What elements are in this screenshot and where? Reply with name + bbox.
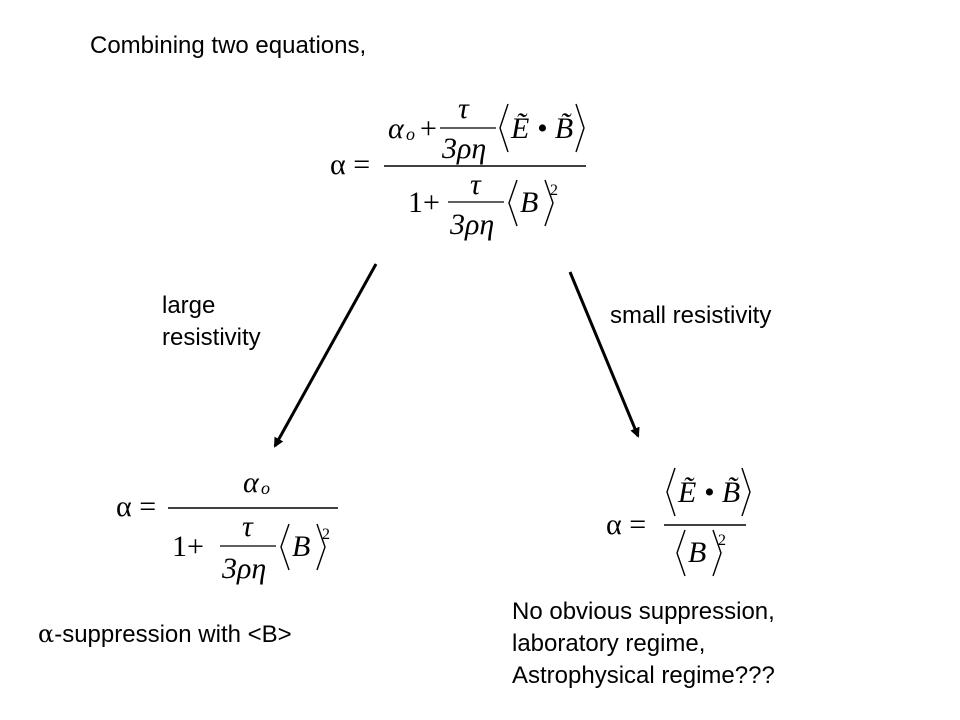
main-eq-den-left-angle [508, 179, 518, 227]
heading: Combining two equations, [90, 32, 367, 59]
main-eq-num-bracket-term: Ẽ • B̃ [511, 112, 574, 145]
left-eq-num-alpha: α [243, 466, 259, 499]
right-eq-num-bracket-term: Ẽ • B̃ [678, 476, 741, 509]
left-eq-den-bracket-term: B [292, 530, 311, 563]
caption-alpha-symbol: α [38, 620, 55, 648]
right-eq-lhs: α = [606, 508, 647, 541]
left-eq-den-one: 1+ [172, 530, 204, 563]
right-eq-den-power: 2 [718, 532, 726, 549]
left-eq-num-alpha-sub: o [261, 478, 270, 498]
small-resistivity-arrow [568, 271, 640, 438]
right-eq-num-left-angle [666, 467, 676, 517]
large-resistivity-label: large resistivity [162, 292, 261, 351]
left-eq-den-right-angle [316, 523, 326, 571]
large-resistivity-arrow [273, 263, 378, 448]
main-eq-den-tau: τ [470, 168, 481, 201]
left-eq-den-power: 2 [322, 526, 330, 543]
main-eq-den-bracket-term: B [520, 186, 539, 219]
main-eq-num-right-angle [575, 103, 585, 153]
left-eq-lhs: α = [116, 490, 157, 523]
left-eq-den-tau: τ [242, 510, 253, 543]
right-eq-num-right-angle [741, 467, 751, 517]
main-eq-den-right-angle [544, 179, 554, 227]
main-eq-den-power: 2 [550, 182, 558, 199]
main-eq-num-alpha: α [388, 112, 404, 145]
left-eq-den-coef-den: 3ρη [222, 552, 267, 585]
right-regime-caption: No obvious suppression, laboratory regim… [512, 598, 775, 689]
right-eq-den-bracket-term: B [688, 536, 707, 569]
main-eq-den-coef-den: 3ρη [450, 208, 495, 241]
caption-text: -suppression with <B> [54, 621, 292, 648]
right-eq-den-right-angle [712, 529, 722, 577]
main-eq-lhs: α = [330, 148, 371, 181]
main-eq-num-tau: τ [458, 92, 469, 125]
main-eq-num-plus: + [420, 112, 437, 145]
main-eq-num-alpha-sub: o [406, 124, 415, 144]
main-eq-num-coef-den: 3ρη [442, 132, 487, 165]
small-resistivity-label: small resistivity [610, 302, 772, 329]
main-eq-den-one: 1+ [408, 186, 440, 219]
right-eq-den-left-angle [676, 529, 686, 577]
main-eq-num-left-angle [499, 103, 509, 153]
left-eq-den-left-angle [280, 523, 290, 571]
alpha-suppression-caption: α-suppression with <B> [38, 618, 292, 651]
